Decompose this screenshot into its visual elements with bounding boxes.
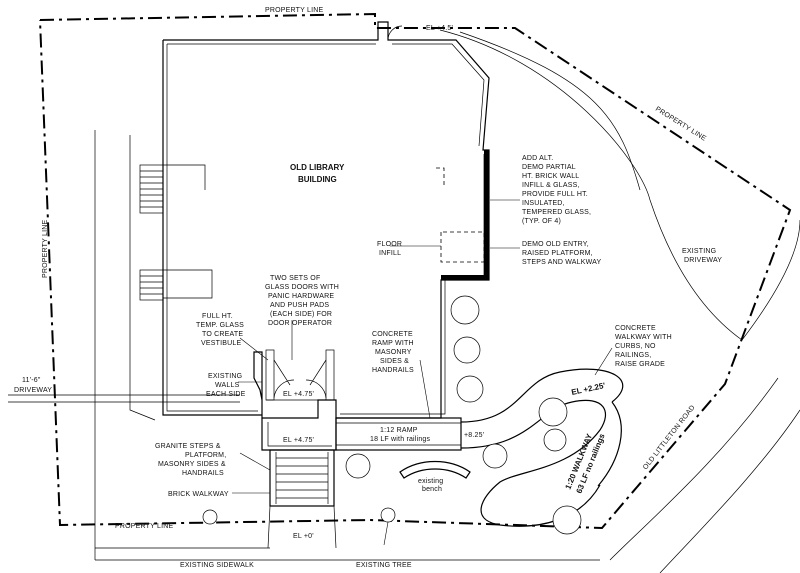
concrete-ramp-note: CONCRETE RAMP WITH MASONRY SIDES & HANDR… <box>372 331 416 374</box>
existing-tree-label: EXISTING TREE <box>356 562 412 569</box>
property-line-top-label: PROPERTY LINE <box>265 7 323 14</box>
road-and-curb-lines <box>8 29 800 573</box>
property-line-left-label: PROPERTY LINE <box>42 220 49 278</box>
existing-sidewalk-label: EXISTING SIDEWALK <box>180 562 254 569</box>
floor-infill-note: FLOOR INFILL <box>377 241 404 257</box>
el-walk-label: EL +2.25' <box>571 381 607 397</box>
ramp-label-line1: 1:12 RAMP <box>380 427 418 434</box>
old-littleton-road-label: OLD LITTLETON ROAD <box>642 404 697 471</box>
brick-walkway-label: BRICK WALKWAY <box>168 491 229 498</box>
full-height-glass-note: FULL HT. TEMP. GLASS TO CREATE VESTIBULE <box>196 313 246 347</box>
accessible-ramp <box>335 417 462 451</box>
concrete-walkway-note: CONCRETE WALKWAY WITH CURBS, NO RAILINGS… <box>615 325 674 368</box>
building-name-line1: OLD LIBRARY <box>290 163 345 172</box>
el-ramp-label: +8.25' <box>464 432 484 439</box>
building-outline <box>139 21 490 419</box>
glass-doors-note: TWO SETS OF GLASS DOORS WITH PANIC HARDW… <box>265 275 341 327</box>
building-name-line2: BUILDING <box>298 175 337 184</box>
existing-bench-label: existing bench <box>418 478 446 493</box>
driveway-left-label: DRIVEWAY <box>14 387 52 394</box>
annotations: PROPERTY LINE PROPERTY LINE PROPERTY LIN… <box>14 7 722 569</box>
granite-steps-note: GRANITE STEPS & PLATFORM, MASONRY SIDES … <box>155 443 229 477</box>
property-line-bottom-label: PROPERTY LINE <box>115 523 173 530</box>
leader-lines <box>232 199 613 546</box>
add-alt-note: ADD ALT. DEMO PARTIAL HT. BRICK WALL INF… <box>522 155 593 225</box>
el-top-label: EL +4.5' <box>426 25 453 32</box>
existing-bench-shape <box>399 461 471 479</box>
existing-walls-note: EXISTING WALLS EACH SIDE <box>206 373 246 398</box>
vestibule <box>265 349 335 401</box>
trees <box>202 295 582 535</box>
existing-driveway-right-label: EXISTING DRIVEWAY <box>682 248 722 264</box>
demo-old-entry-note: DEMO OLD ENTRY, RAISED PLATFORM, STEPS A… <box>522 241 602 266</box>
property-boundary <box>39 12 792 530</box>
ramp-label-line2: 18 LF with railings <box>370 436 431 443</box>
driveway-dimension: 11'-6" <box>22 377 41 384</box>
el-platform-label: EL +4.75' <box>283 437 314 444</box>
el-zero-label: EL +0' <box>293 533 314 540</box>
el-vestibule-label: EL +4.75' <box>283 391 314 398</box>
